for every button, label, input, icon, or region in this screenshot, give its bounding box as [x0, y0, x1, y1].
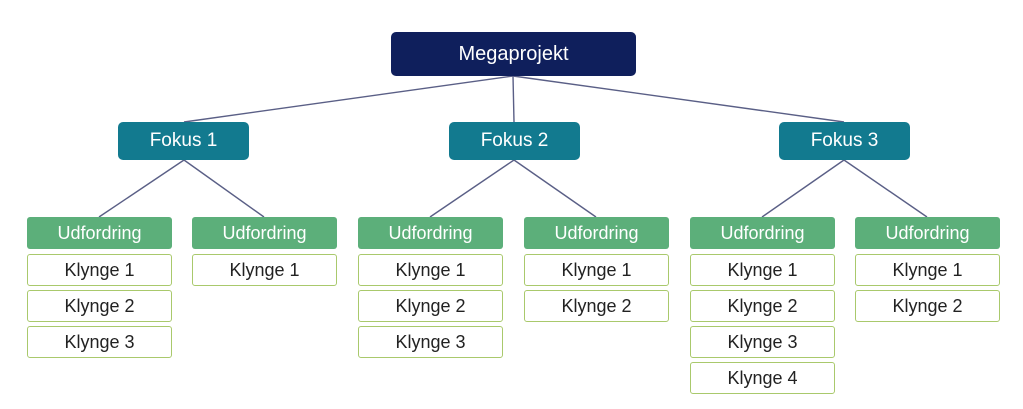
connector-fokus-3-udf-1 — [761, 159, 845, 218]
connector-root-fokus-3 — [512, 75, 845, 123]
cluster-node: Klynge 3 — [690, 326, 835, 358]
challenge-node: Udfordring — [855, 217, 1000, 249]
challenge-node: Udfordring — [524, 217, 669, 249]
cluster-node: Klynge 2 — [524, 290, 669, 322]
cluster-node: Klynge 2 — [690, 290, 835, 322]
focus-node-3: Fokus 3 — [779, 122, 910, 160]
cluster-node: Klynge 1 — [855, 254, 1000, 286]
cluster-node: Klynge 1 — [690, 254, 835, 286]
connector-root-fokus-2 — [512, 75, 515, 123]
cluster-node: Klynge 4 — [690, 362, 835, 394]
cluster-node: Klynge 1 — [27, 254, 172, 286]
focus-node-2: Fokus 2 — [449, 122, 580, 160]
cluster-node: Klynge 1 — [524, 254, 669, 286]
cluster-node: Klynge 2 — [27, 290, 172, 322]
connector-fokus-2-udf-1 — [429, 159, 515, 218]
connector-fokus-1-udf-2 — [183, 159, 265, 218]
cluster-node: Klynge 2 — [358, 290, 503, 322]
cluster-node: Klynge 3 — [27, 326, 172, 358]
connector-root-fokus-1 — [183, 75, 514, 123]
connector-fokus-3-udf-2 — [843, 159, 928, 218]
challenge-node: Udfordring — [27, 217, 172, 249]
challenge-node: Udfordring — [690, 217, 835, 249]
root-node: Megaprojekt — [391, 32, 636, 76]
connector-fokus-1-udf-1 — [98, 159, 185, 218]
cluster-node: Klynge 1 — [358, 254, 503, 286]
cluster-node: Klynge 1 — [192, 254, 337, 286]
challenge-node: Udfordring — [192, 217, 337, 249]
cluster-node: Klynge 2 — [855, 290, 1000, 322]
focus-node-1: Fokus 1 — [118, 122, 249, 160]
challenge-node: Udfordring — [358, 217, 503, 249]
cluster-node: Klynge 3 — [358, 326, 503, 358]
connector-fokus-2-udf-2 — [513, 159, 597, 218]
